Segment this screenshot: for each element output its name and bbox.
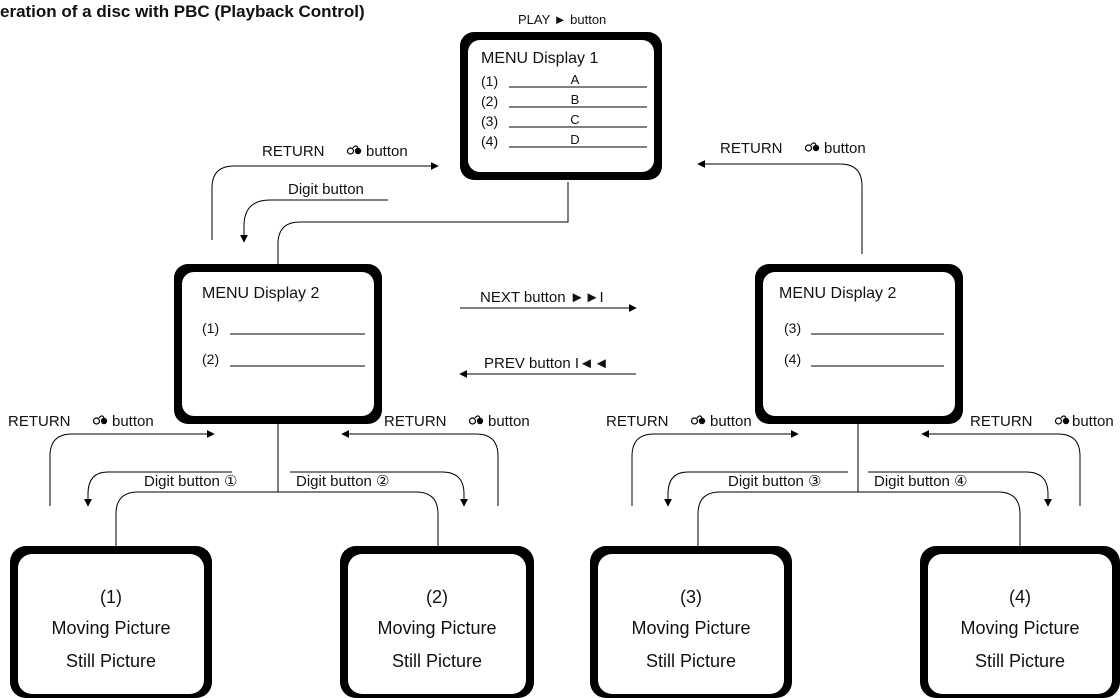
menu1-item-3-text: C bbox=[570, 112, 579, 127]
return-button-word-pic3: button bbox=[710, 413, 752, 430]
return-button-word-pic1: button bbox=[112, 413, 154, 430]
diagram-title: eration of a disc with PBC (Playback Con… bbox=[0, 2, 365, 21]
return-button-word-pic2: button bbox=[488, 413, 530, 430]
menu2-right-item-3-num: (3) bbox=[784, 320, 801, 336]
picture-screen-3: (3) Moving Picture Still Picture bbox=[590, 546, 792, 698]
picture-2-number: (2) bbox=[426, 587, 448, 607]
picture-3-number: (3) bbox=[680, 587, 702, 607]
return-label-pic3: RETURN bbox=[606, 413, 669, 430]
play-button-label: PLAY ► button bbox=[518, 12, 606, 27]
picture-4-still: Still Picture bbox=[975, 651, 1065, 671]
return-button-word-pic4: button bbox=[1072, 413, 1114, 430]
return-label-pic1: RETURN bbox=[8, 413, 71, 430]
return-arrow-icon bbox=[92, 415, 108, 425]
return-arrow-icon bbox=[346, 145, 362, 155]
menu1-item-1-num: (1) bbox=[481, 73, 498, 89]
return-arrow-icon bbox=[468, 415, 484, 425]
picture-1-number: (1) bbox=[100, 587, 122, 607]
digit-button-label-top: Digit button bbox=[288, 181, 364, 198]
return-label-top-right: RETURN bbox=[720, 140, 783, 157]
picture-2-moving: Moving Picture bbox=[377, 618, 496, 638]
picture-3-still: Still Picture bbox=[646, 651, 736, 671]
return-label-pic2: RETURN bbox=[384, 413, 447, 430]
next-button-label: NEXT button ►►I bbox=[480, 289, 604, 306]
picture-screen-2: (2) Moving Picture Still Picture bbox=[340, 546, 534, 698]
menu2-left-item-2-num: (2) bbox=[202, 351, 219, 367]
menu2-right-item-4-num: (4) bbox=[784, 351, 801, 367]
picture-4-moving: Moving Picture bbox=[960, 618, 1079, 638]
return-arrow-icon bbox=[1054, 415, 1070, 425]
menu2-left-item-1-num: (1) bbox=[202, 320, 219, 336]
menu1-item-4-num: (4) bbox=[481, 133, 498, 149]
digit-4-label: Digit button ④ bbox=[874, 473, 968, 490]
menu-display-2-left-title: MENU Display 2 bbox=[202, 285, 319, 302]
menu1-item-2-text: B bbox=[571, 92, 580, 107]
menu1-item-4-text: D bbox=[570, 132, 579, 147]
return-arrow-icon bbox=[690, 415, 706, 425]
menu-display-1-title: MENU Display 1 bbox=[481, 50, 598, 67]
digit-2-label: Digit button ② bbox=[296, 473, 390, 490]
return-button-word-top-right: button bbox=[824, 140, 866, 157]
picture-1-still: Still Picture bbox=[66, 651, 156, 671]
prev-button-label: PREV button I◄◄ bbox=[484, 355, 609, 372]
menu-display-2-right-screen: MENU Display 2 (3) (4) bbox=[755, 264, 963, 424]
digit-3-label: Digit button ③ bbox=[728, 473, 822, 490]
picture-screen-1: (1) Moving Picture Still Picture bbox=[10, 546, 212, 698]
menu1-item-3-num: (3) bbox=[481, 113, 498, 129]
connector-lines bbox=[49, 160, 1081, 546]
menu-display-1-screen: MENU Display 1 (1) (2) (3) (4) A B C D bbox=[460, 32, 662, 180]
return-label-top-left: RETURN bbox=[262, 143, 325, 160]
picture-1-moving: Moving Picture bbox=[51, 618, 170, 638]
picture-4-number: (4) bbox=[1009, 587, 1031, 607]
menu1-item-1-text: A bbox=[571, 72, 580, 87]
return-button-word-top-left: button bbox=[366, 143, 408, 160]
return-arrow-icon bbox=[804, 142, 820, 152]
picture-3-moving: Moving Picture bbox=[631, 618, 750, 638]
menu1-item-2-num: (2) bbox=[481, 93, 498, 109]
menu-display-2-left-screen: MENU Display 2 (1) (2) bbox=[174, 264, 382, 424]
digit-1-label: Digit button ① bbox=[144, 473, 238, 490]
picture-2-still: Still Picture bbox=[392, 651, 482, 671]
return-label-pic4: RETURN bbox=[970, 413, 1033, 430]
menu-display-2-right-title: MENU Display 2 bbox=[779, 285, 896, 302]
picture-screen-4: (4) Moving Picture Still Picture bbox=[920, 546, 1120, 698]
